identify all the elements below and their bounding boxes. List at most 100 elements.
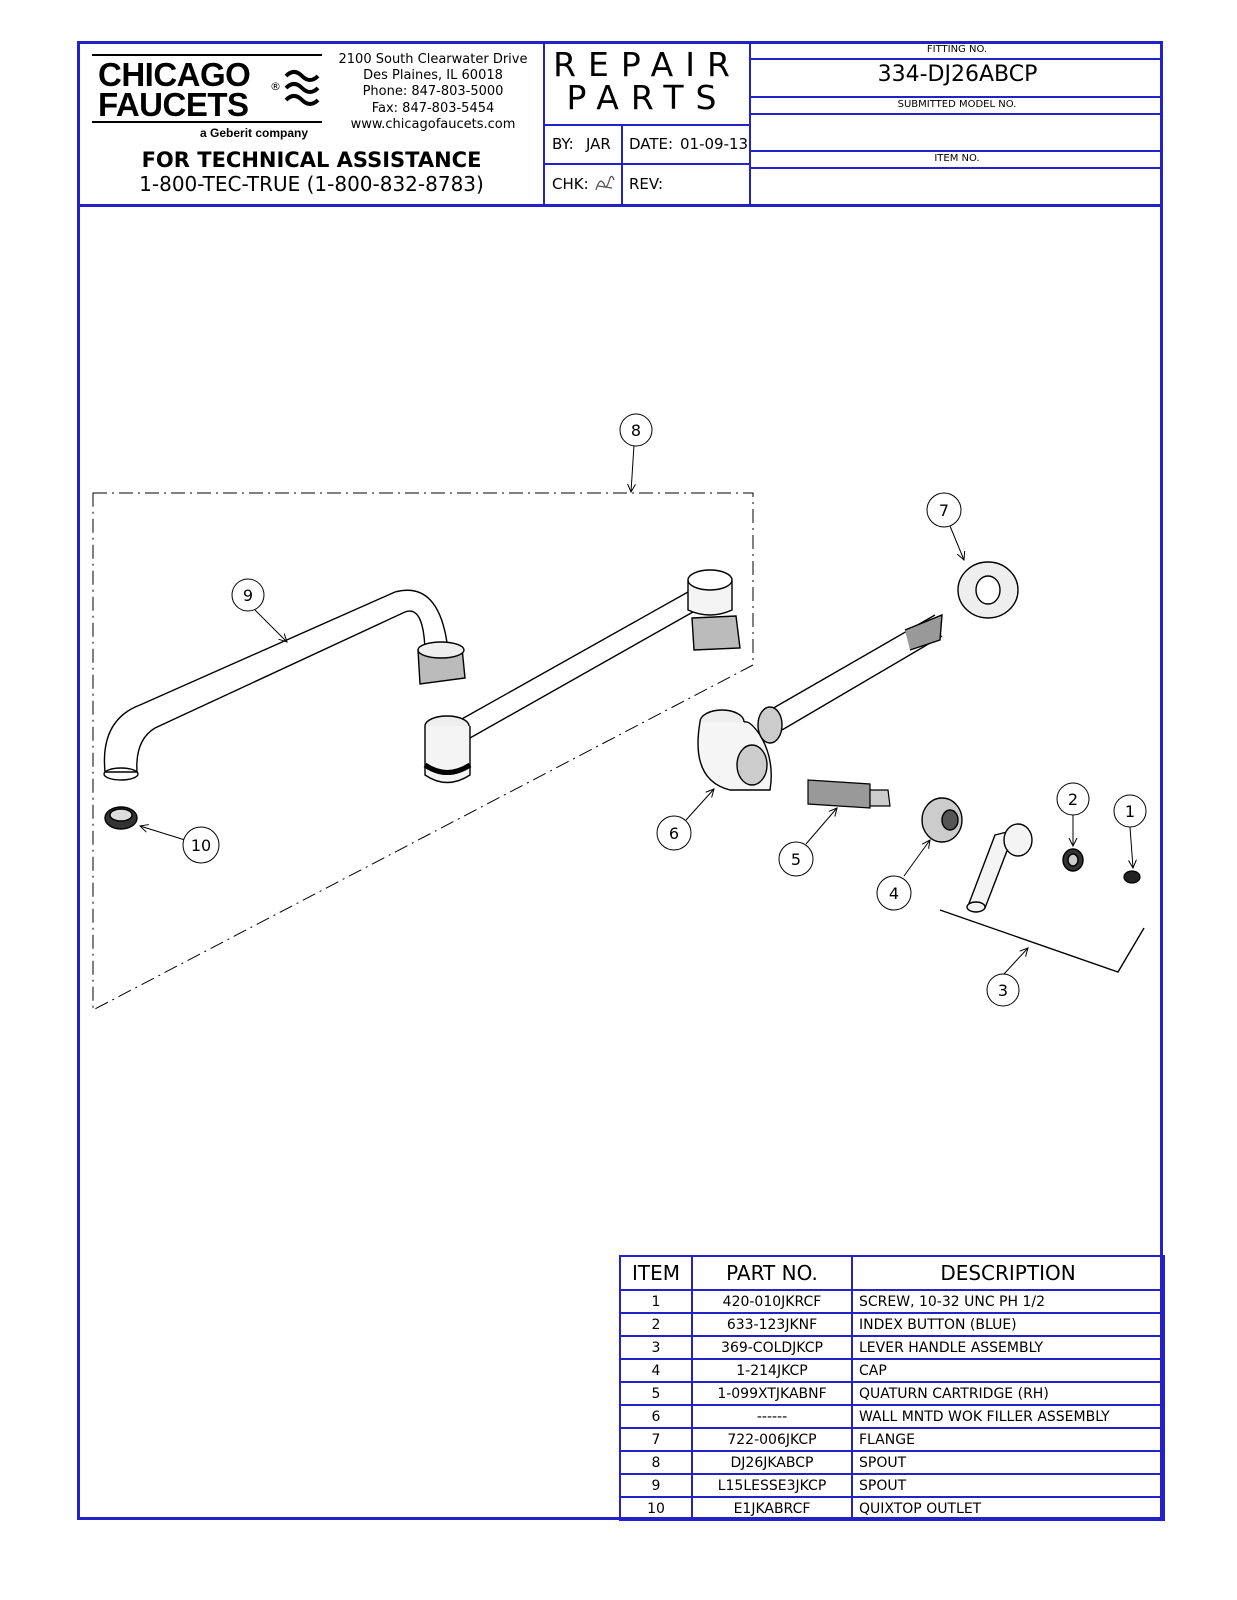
part-no-cell: 420-010JKRCF — [691, 1289, 853, 1314]
description-cell: FLANGE — [851, 1427, 1165, 1452]
address-fax: Fax: 847-803-5454 — [371, 100, 495, 116]
callout-8: 8 — [631, 421, 641, 440]
description-cell: SPOUT — [851, 1473, 1165, 1498]
chk-label: CHK: — [552, 175, 589, 193]
screw-1-part — [1123, 870, 1141, 884]
address-city: Des Plaines, IL 60018 — [363, 68, 503, 84]
item-no-label: ITEM NO. — [934, 153, 980, 164]
date-value: 01-09-13 — [680, 135, 749, 153]
index-button-2-part — [1062, 848, 1084, 872]
part-no-cell: 722-006JKCP — [691, 1427, 853, 1452]
item-cell: 8 — [619, 1450, 693, 1475]
divider — [749, 96, 1163, 98]
address-phone: Phone: 847-803-5000 — [362, 84, 504, 100]
description-cell: WALL MNTD WOK FILLER ASSEMBLY — [851, 1404, 1165, 1429]
divider — [749, 167, 1163, 169]
part-no-cell: ------ — [691, 1404, 853, 1429]
spout-assembly-boundary — [92, 492, 754, 1011]
logo-tagline: a Geberit company — [200, 126, 309, 140]
spout-9-part — [103, 589, 466, 781]
callout-7: 7 — [939, 501, 949, 520]
cap-4-part — [921, 797, 963, 843]
parts-table-header: ITEM PART NO. DESCRIPTION — [619, 1255, 1165, 1291]
description-cell: QUATURN CARTRIDGE (RH) — [851, 1381, 1165, 1406]
item-cell: 2 — [619, 1312, 693, 1337]
callout-2: 2 — [1068, 790, 1078, 809]
divider — [543, 41, 545, 206]
outlet-10-part — [104, 806, 138, 830]
table-row: 6------WALL MNTD WOK FILLER ASSEMBLY — [619, 1404, 1165, 1429]
title-block-bottom-border — [77, 204, 1163, 207]
address-street: 2100 South Clearwater Drive — [338, 52, 528, 67]
callout-5: 5 — [791, 850, 801, 869]
submitted-model-label: SUBMITTED MODEL NO. — [897, 99, 1017, 110]
divider — [543, 124, 750, 126]
logo-line1: CHICAGO — [98, 56, 251, 93]
logo-line2: FAUCETS — [98, 86, 249, 123]
rev-label: REV: — [629, 175, 663, 193]
fitting-no-value: 334-DJ26ABCP — [877, 62, 1038, 87]
description-cell: INDEX BUTTON (BLUE) — [851, 1312, 1165, 1337]
exploded-view-drawing: 1 2 3 4 5 6 7 8 9 10 — [92, 413, 1147, 1011]
repair-title-line1: REPAIR — [553, 45, 742, 84]
callout-1: 1 — [1125, 802, 1135, 821]
by-label: BY: — [552, 135, 574, 153]
callout-3: 3 — [998, 981, 1008, 1000]
part-no-cell: 369-COLDJKCP — [691, 1335, 853, 1360]
part-no-cell: 633-123JKNF — [691, 1312, 853, 1337]
item-cell: 1 — [619, 1289, 693, 1314]
company-address: 2100 South Clearwater Drive Des Plaines,… — [333, 52, 533, 133]
fitting-no-label: FITTING NO. — [926, 44, 988, 55]
part-no-cell: DJ26JKABCP — [691, 1450, 853, 1475]
lever-handle-3-part — [939, 823, 1145, 973]
item-cell: 3 — [619, 1335, 693, 1360]
spout-8-part — [423, 569, 741, 784]
part-no-cell: E1JKABRCF — [691, 1496, 853, 1521]
body-6-part — [697, 613, 943, 791]
description-cell: CAP — [851, 1358, 1165, 1383]
tech-assistance-title: FOR TECHNICAL ASSISTANCE — [141, 148, 482, 172]
divider — [543, 163, 750, 165]
column-header-description: DESCRIPTION — [851, 1255, 1165, 1291]
tech-assistance-phone[interactable]: 1-800-TEC-TRUE (1-800-832-8783) — [139, 172, 484, 196]
description-cell: SCREW, 10-32 UNC PH 1/2 — [851, 1289, 1165, 1314]
part-no-cell: 1-214JKCP — [691, 1358, 853, 1383]
column-header-item: ITEM — [619, 1255, 693, 1291]
by-value: JAR — [586, 135, 611, 153]
date-label: DATE: — [629, 135, 674, 153]
callout-10: 10 — [191, 836, 211, 855]
item-cell: 9 — [619, 1473, 693, 1498]
divider — [749, 58, 1163, 60]
callout-9: 9 — [243, 586, 253, 605]
callout-4: 4 — [889, 884, 899, 903]
flange-7-part — [957, 561, 1019, 619]
description-cell: LEVER HANDLE ASSEMBLY — [851, 1335, 1165, 1360]
cartridge-5-part — [807, 779, 891, 809]
address-web[interactable]: www.chicagofaucets.com — [350, 116, 516, 132]
divider — [749, 113, 1163, 115]
description-cell: SPOUT — [851, 1450, 1165, 1475]
registered-mark: ® — [270, 80, 281, 93]
divider — [749, 150, 1163, 152]
column-header-part-no: PART NO. — [691, 1255, 853, 1291]
item-cell: 6 — [619, 1404, 693, 1429]
repair-title-line2: PARTS — [566, 78, 729, 117]
item-cell: 5 — [619, 1381, 693, 1406]
divider — [749, 41, 751, 206]
logo-rule-bottom — [92, 121, 322, 123]
wave-logo-icon — [284, 70, 320, 106]
callout-6: 6 — [669, 824, 679, 843]
item-cell: 4 — [619, 1358, 693, 1383]
checker-signature-icon — [595, 175, 615, 191]
logo-rule-top — [92, 54, 322, 56]
item-cell: 10 — [619, 1496, 693, 1521]
